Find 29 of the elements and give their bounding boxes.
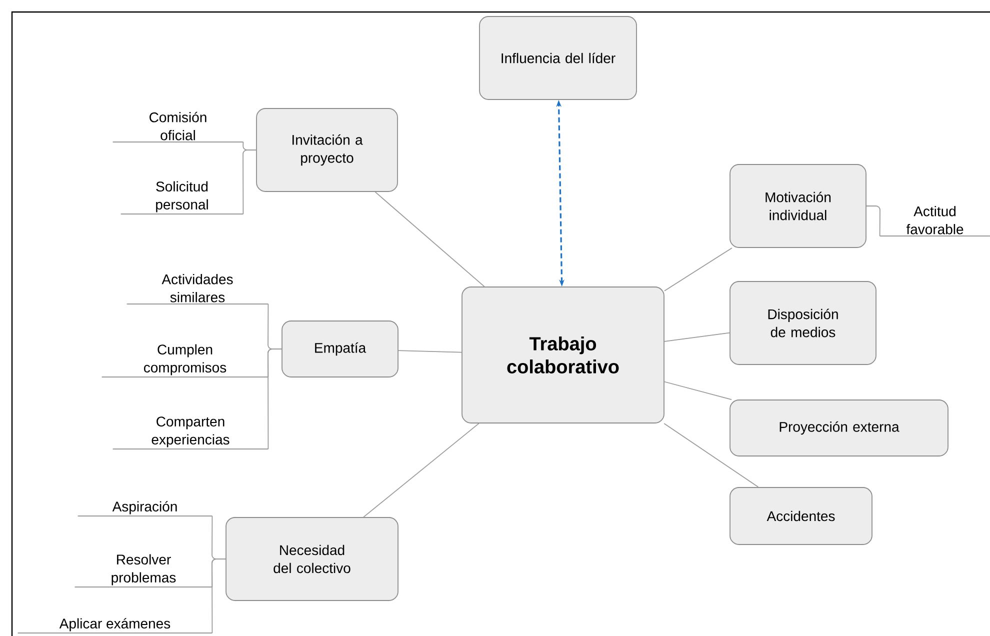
connector-line bbox=[664, 381, 732, 400]
connector-line bbox=[363, 423, 480, 518]
topic-box: Influencia del líder bbox=[479, 16, 637, 100]
subtopic-label: Solicitud personal bbox=[120, 181, 244, 214]
topic-box: Empatía bbox=[282, 320, 398, 378]
topic-box: Invitación a proyecto bbox=[256, 108, 398, 192]
topic-box: Necesidad del colectivo bbox=[226, 517, 398, 601]
subtopic-label: Cumplen compromisos bbox=[101, 344, 269, 378]
topic-box: Accidentes bbox=[730, 487, 872, 545]
connector-line bbox=[374, 192, 485, 287]
bracket-line bbox=[242, 150, 256, 214]
subtopic-label: Actitud favorable bbox=[879, 206, 990, 236]
topic-box: Motivación individual bbox=[730, 164, 866, 248]
subtopic-label: Actividades similares bbox=[126, 274, 269, 304]
bracket-line bbox=[268, 348, 282, 450]
subtopic-label: Aspiración bbox=[77, 501, 213, 516]
central-topic-box: Trabajo colaborativo bbox=[462, 286, 664, 424]
connector-line bbox=[664, 423, 759, 488]
subtopic-label: Comisión oficial bbox=[112, 112, 244, 142]
topic-box: Disposición de medios bbox=[730, 281, 876, 365]
subtopic-label: Resolver problemas bbox=[74, 554, 213, 588]
topic-box: Proyección externa bbox=[730, 400, 948, 456]
connector-line bbox=[398, 350, 462, 353]
subtopic-label: Aplicar exámenes bbox=[17, 618, 213, 634]
connector-line bbox=[664, 248, 732, 292]
connector-line bbox=[664, 332, 730, 342]
bracket-line bbox=[866, 206, 880, 236]
bracket-line bbox=[212, 558, 226, 634]
subtopic-label: Comparten experiencias bbox=[112, 416, 269, 450]
